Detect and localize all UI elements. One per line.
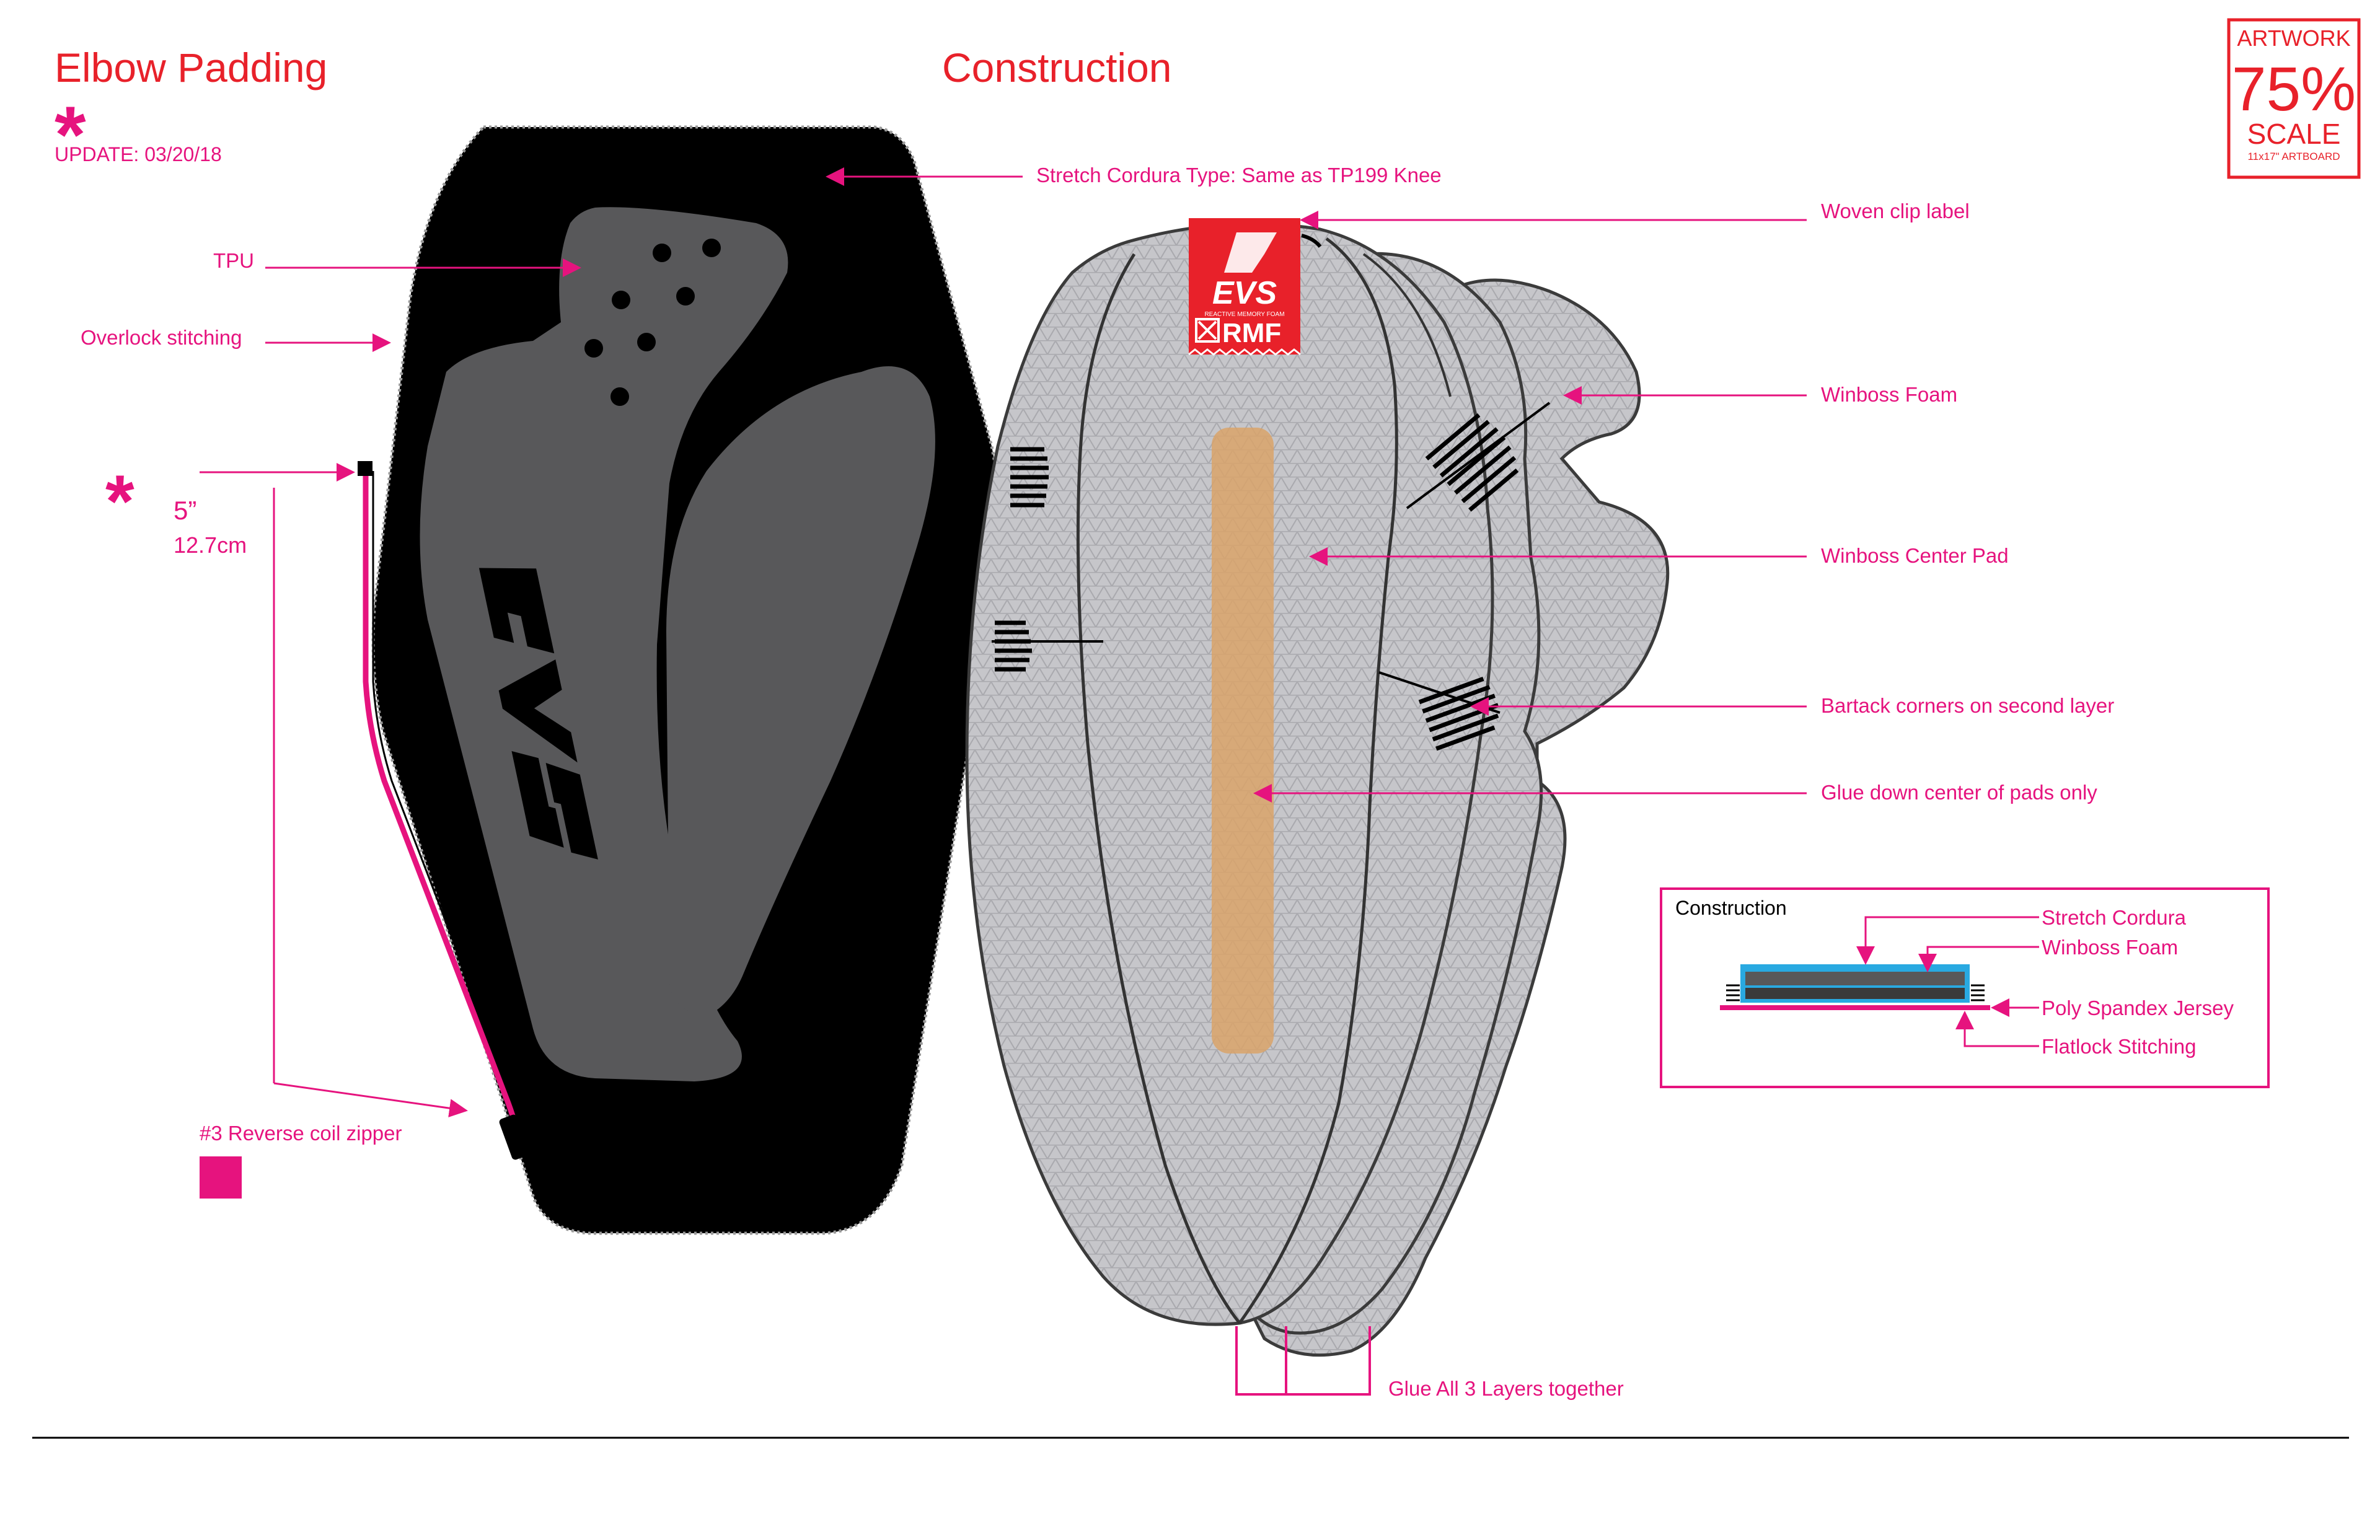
glue-all-bracket — [1235, 1326, 1371, 1396]
label-rmf: RMF — [1222, 318, 1281, 348]
stamp-percent: 75% — [2232, 55, 2356, 124]
label-bartack: Bartack corners on second layer — [1821, 694, 2114, 717]
dimension-inches: 5” — [174, 496, 196, 525]
dimension-cm: 12.7cm — [174, 532, 247, 558]
detail-leader-foam — [1918, 946, 2039, 972]
detail-leader-flatlock — [1955, 1011, 2039, 1047]
title-construction: Construction — [942, 45, 1172, 90]
bartack-stitch — [1425, 413, 1519, 512]
vent-hole — [584, 339, 603, 358]
stamp-artboard: 11x17" ARTBOARD — [2247, 151, 2340, 162]
tpu-plate-left — [420, 207, 788, 1082]
evs-logo-icon — [478, 568, 598, 860]
label-sub: REACTIVE MEMORY FOAM — [1204, 311, 1284, 318]
label-stretch-cordura: Stretch Cordura Type: Same as TP199 Knee — [1036, 164, 1442, 187]
vent-hole — [610, 387, 629, 406]
zipper-top-stop — [358, 461, 372, 476]
tpu-plate-right — [666, 366, 935, 1016]
detail-flatlock-stitch — [1726, 984, 1985, 1001]
construction-detail-box: Construction Stretch Cordura Winboss Foa… — [1660, 887, 2270, 1088]
label-winboss-center: Winboss Center Pad — [1821, 544, 2009, 567]
glue-center-strip — [1212, 428, 1274, 1054]
detail-jersey-layer — [1720, 1005, 1990, 1010]
elbow-shell — [358, 125, 1001, 1235]
detail-label-flatlock: Flatlock Stitching — [2042, 1035, 2196, 1058]
update-date: UPDATE: 03/20/18 — [55, 143, 222, 165]
vent-hole — [637, 333, 656, 351]
vent-hole — [702, 239, 721, 257]
label-glue-all: Glue All 3 Layers together — [1388, 1377, 1624, 1400]
label-tpu: TPU — [213, 249, 254, 272]
zipper-pull — [499, 1114, 530, 1160]
leader-zipper — [273, 1082, 468, 1118]
stamp-scale: SCALE — [2247, 118, 2341, 150]
label-overlock: Overlock stitching — [81, 326, 242, 349]
asterisk-mark: * — [55, 89, 86, 180]
label-x-icon — [1195, 318, 1220, 343]
stamp-artwork: ARTWORK — [2237, 25, 2350, 51]
dimension-asterisk: * — [105, 460, 134, 543]
label-brand: EVS — [1212, 275, 1277, 311]
label-glue-center: Glue down center of pads only — [1821, 781, 2097, 804]
woven-clip-label: EVS REACTIVE MEMORY FOAM RMF — [1188, 218, 1322, 356]
vent-hole — [676, 287, 695, 306]
zipper-color-swatch — [200, 1156, 242, 1199]
artwork-scale-stamp: ARTWORK 75% SCALE 11x17" ARTBOARD — [2227, 18, 2361, 179]
detail-leader-stretch — [1856, 916, 2039, 965]
bartack-stitch — [1010, 447, 1049, 508]
label-zipper: #3 Reverse coil zipper — [200, 1122, 402, 1145]
vent-hole — [653, 244, 671, 262]
detail-label-foam: Winboss Foam — [2042, 936, 2178, 959]
foam-layers: EVS REACTIVE MEMORY FOAM RMF — [965, 218, 1670, 1396]
vent-hole — [612, 291, 630, 309]
detail-title: Construction — [1675, 897, 1787, 919]
title-elbow-padding: Elbow Padding — [55, 45, 327, 90]
detail-label-jersey: Poly Spandex Jersey — [2042, 997, 2234, 1019]
detail-foam-layer — [1745, 972, 1965, 985]
label-winboss-foam: Winboss Foam — [1821, 383, 1957, 406]
label-woven-clip: Woven clip label — [1821, 200, 1970, 222]
detail-label-stretch: Stretch Cordura — [2042, 906, 2187, 929]
